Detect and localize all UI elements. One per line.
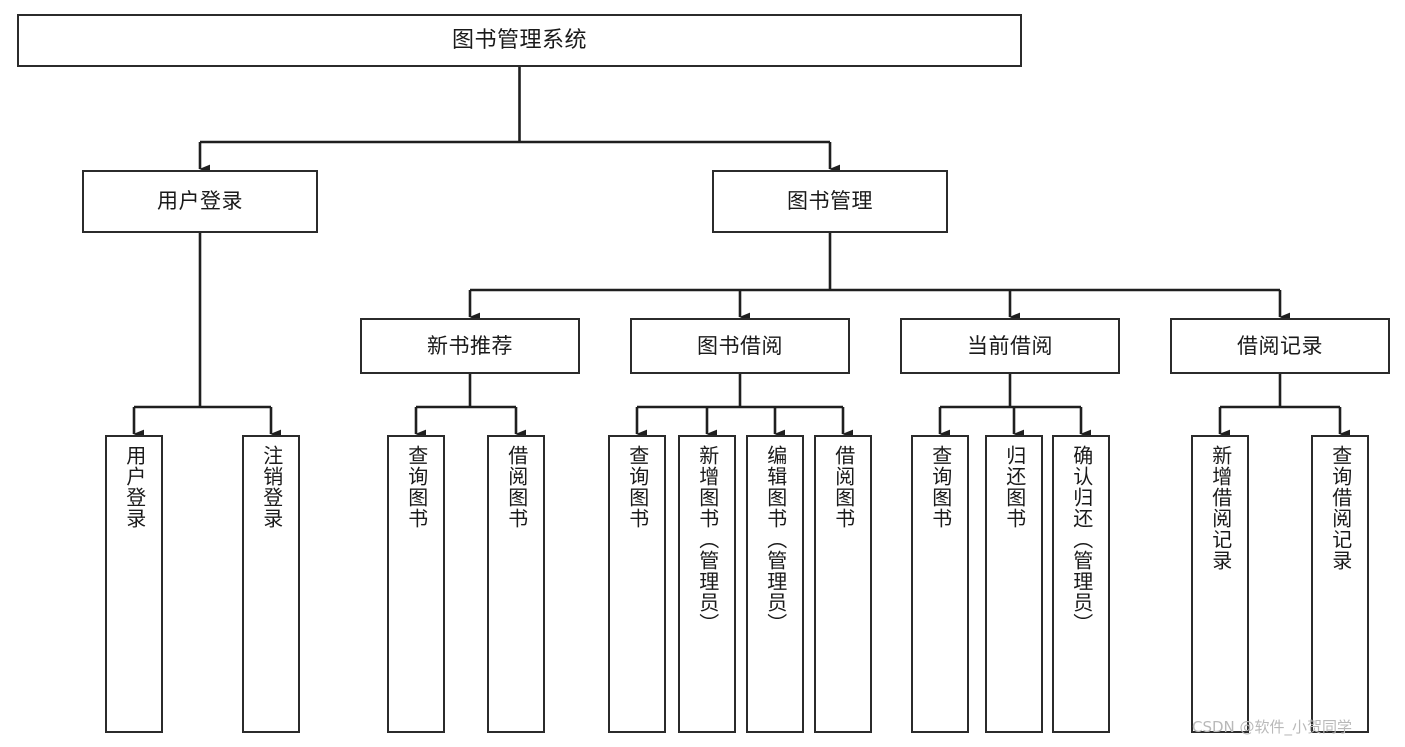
node-current-borrow-label: 当前借阅	[967, 333, 1053, 358]
node-leaf-query-book-rec-label: 查询图书	[404, 445, 429, 529]
node-leaf-query-book-cur-label: 查询图书	[928, 445, 953, 529]
node-leaf-query-record[interactable]: 查询借阅记录	[1311, 435, 1369, 733]
node-leaf-borrow-book-rec[interactable]: 借阅图书	[487, 435, 545, 733]
node-leaf-add-record[interactable]: 新增借阅记录	[1191, 435, 1249, 733]
node-borrow-record[interactable]: 借阅记录	[1170, 318, 1390, 374]
node-leaf-borrow-book-rec-label: 借阅图书	[504, 445, 529, 529]
node-leaf-borrow-book-label: 借阅图书	[831, 445, 856, 529]
node-leaf-borrow-book[interactable]: 借阅图书	[814, 435, 872, 733]
node-user-login[interactable]: 用户登录	[82, 170, 318, 233]
node-leaf-query-book-borrow[interactable]: 查询图书	[608, 435, 666, 733]
watermark: CSDN @软件_小贺同学	[1192, 718, 1353, 736]
node-leaf-add-record-label: 新增借阅记录	[1208, 445, 1233, 571]
node-leaf-user-logout-label: 注销登录	[259, 445, 284, 529]
node-leaf-user-logout[interactable]: 注销登录	[242, 435, 300, 733]
node-book-manage[interactable]: 图书管理	[712, 170, 948, 233]
node-leaf-user-login[interactable]: 用户登录	[105, 435, 163, 733]
node-leaf-return-book-label: 归还图书	[1002, 445, 1027, 529]
node-leaf-query-record-label: 查询借阅记录	[1328, 445, 1353, 571]
node-book-borrow-label: 图书借阅	[697, 333, 783, 358]
node-leaf-confirm-return-label: 确认归还（管理员）	[1069, 445, 1094, 634]
node-borrow-record-label: 借阅记录	[1237, 333, 1323, 358]
node-leaf-return-book[interactable]: 归还图书	[985, 435, 1043, 733]
node-leaf-edit-book[interactable]: 编辑图书（管理员）	[746, 435, 804, 733]
node-leaf-edit-book-label: 编辑图书（管理员）	[763, 445, 788, 634]
node-current-borrow[interactable]: 当前借阅	[900, 318, 1120, 374]
node-book-borrow[interactable]: 图书借阅	[630, 318, 850, 374]
node-new-book-rec[interactable]: 新书推荐	[360, 318, 580, 374]
node-leaf-user-login-label: 用户登录	[122, 445, 147, 529]
node-book-manage-label: 图书管理	[787, 189, 873, 214]
node-leaf-add-book-label: 新增图书（管理员）	[695, 445, 720, 634]
node-leaf-query-book-cur[interactable]: 查询图书	[911, 435, 969, 733]
node-new-book-rec-label: 新书推荐	[427, 333, 513, 358]
node-leaf-query-book-rec[interactable]: 查询图书	[387, 435, 445, 733]
node-user-login-label: 用户登录	[157, 189, 243, 214]
node-root-label: 图书管理系统	[451, 27, 587, 53]
node-leaf-query-book-borrow-label: 查询图书	[625, 445, 650, 529]
node-root[interactable]: 图书管理系统	[17, 14, 1022, 67]
node-leaf-add-book[interactable]: 新增图书（管理员）	[678, 435, 736, 733]
node-leaf-confirm-return[interactable]: 确认归还（管理员）	[1052, 435, 1110, 733]
